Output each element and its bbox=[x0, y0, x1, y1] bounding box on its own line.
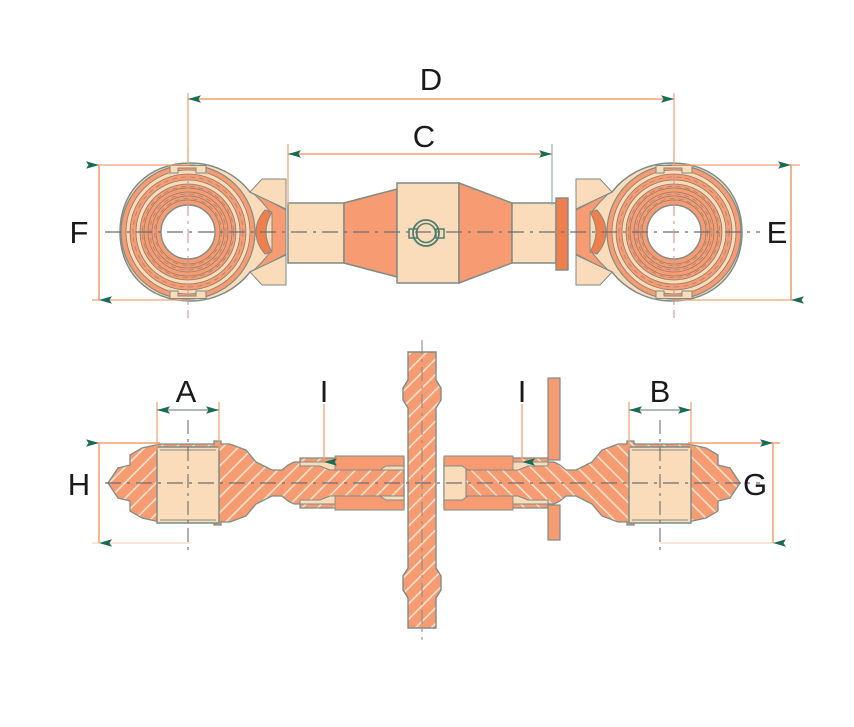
left-arm-lower bbox=[249, 254, 287, 286]
dimension-layer: D C F E A B H G bbox=[68, 62, 804, 547]
dim-label-H: H bbox=[68, 467, 90, 502]
right-sleeve-cap-lower bbox=[443, 495, 514, 511]
left-arm-upper bbox=[249, 178, 287, 210]
dim-label-B: B bbox=[650, 374, 671, 409]
left-arm-web bbox=[251, 191, 287, 273]
plan-view bbox=[105, 148, 760, 318]
right-rib-lower bbox=[547, 504, 561, 541]
shoulder-flange bbox=[555, 197, 569, 271]
right-taper bbox=[458, 181, 513, 285]
left-collar bbox=[287, 202, 345, 264]
dim-label-G: G bbox=[743, 467, 767, 502]
left-top-notch bbox=[169, 165, 207, 174]
grease-fitting-tab-left bbox=[408, 228, 418, 239]
centre-vertical-shaft bbox=[402, 351, 442, 629]
right-collar bbox=[511, 202, 557, 264]
dim-label-F: F bbox=[70, 215, 89, 250]
right-hidden-circle-1 bbox=[628, 186, 720, 278]
right-sleeve-cap-upper bbox=[443, 455, 514, 471]
left-bottom-notch bbox=[169, 290, 207, 299]
left-taper bbox=[343, 188, 398, 278]
centre-body bbox=[287, 181, 569, 285]
left-sleeve-cap-upper bbox=[334, 455, 405, 471]
dim-label-I-left: I bbox=[320, 374, 329, 409]
right-arm-lower bbox=[575, 254, 613, 286]
right-ball-joint bbox=[575, 162, 743, 302]
dim-label-D: D bbox=[420, 62, 442, 97]
right-arm-upper bbox=[575, 178, 613, 210]
centre-barrel bbox=[396, 182, 460, 284]
left-sleeve-cap-lower bbox=[334, 495, 405, 511]
right-arm-fillet bbox=[589, 209, 607, 255]
dim-label-I-right: I bbox=[518, 374, 527, 409]
grease-fitting-icon bbox=[408, 219, 445, 247]
right-rib bbox=[547, 377, 561, 461]
right-arm-web bbox=[575, 191, 611, 273]
dim-label-C: C bbox=[413, 119, 435, 154]
dim-label-E: E bbox=[767, 215, 788, 250]
grease-fitting-tab-right bbox=[435, 228, 445, 239]
dim-label-A: A bbox=[176, 374, 197, 409]
section-view bbox=[105, 340, 760, 640]
right-top-notch bbox=[655, 165, 693, 174]
right-bottom-notch bbox=[655, 290, 693, 299]
grease-fitting-outer bbox=[412, 219, 440, 247]
